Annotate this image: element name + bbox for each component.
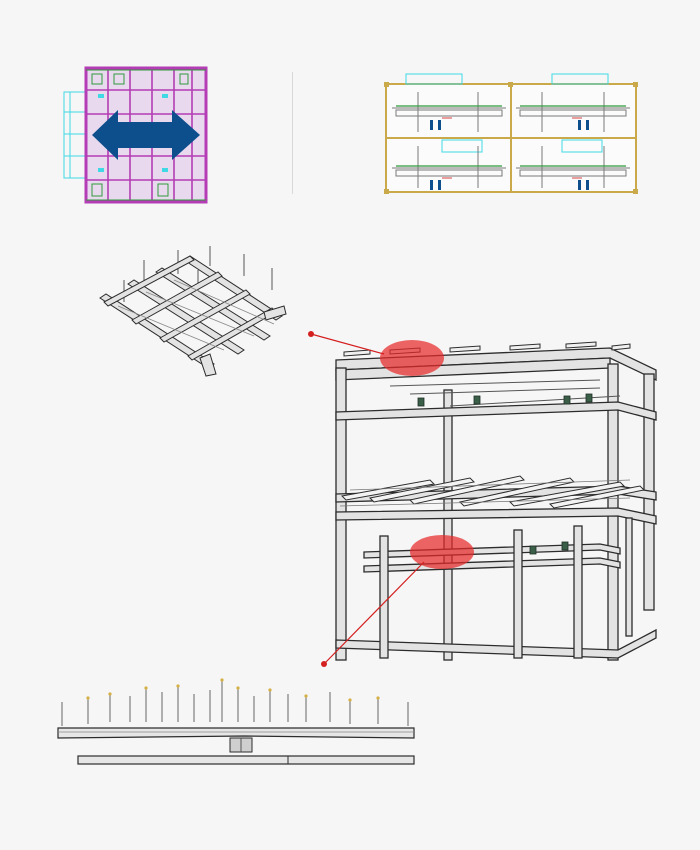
callout-dot [308, 331, 314, 337]
ceiling-side-elevation [54, 676, 420, 772]
divider [292, 72, 293, 194]
callout-dot [321, 661, 327, 667]
elevation-drawing [382, 70, 640, 196]
ceiling-grid-section [57, 727, 415, 739]
lower-rail [77, 755, 415, 765]
highlight-ellipse [410, 535, 474, 569]
double-headed-arrow-icon [92, 110, 200, 160]
rack-frame-3d [330, 340, 660, 670]
ceiling-grid-isometric [94, 240, 290, 378]
floor-plan-drawing [62, 64, 212, 204]
plan-cyan-appendage [63, 91, 87, 179]
plan-green-details [86, 69, 206, 201]
hanger-rods-elevation [61, 680, 409, 726]
highlight-ellipse [380, 340, 444, 376]
